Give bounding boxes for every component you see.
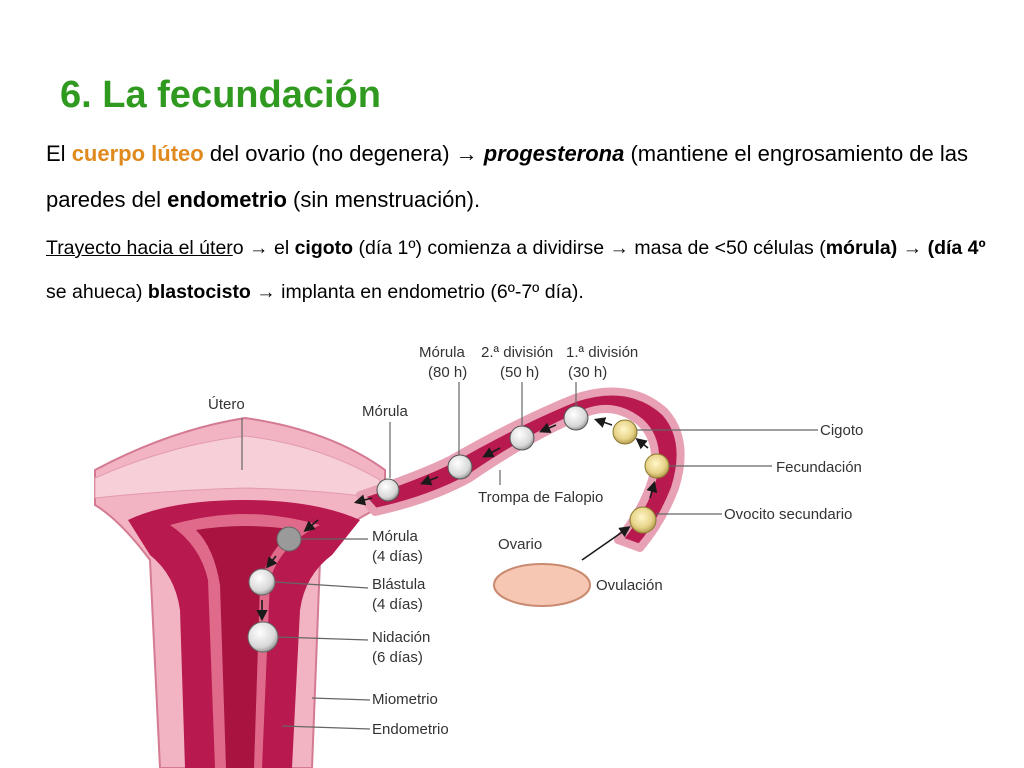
cells-uterus (247, 526, 302, 653)
p2-blastocisto: blastocisto (147, 281, 251, 303)
label-morula4-2: (4 días) (372, 548, 423, 565)
flow-arrows (256, 417, 658, 622)
diagram-labels: Mórula (80 h) 2.ª división (50 h) 1.ª di… (208, 344, 863, 738)
paragraph-cuerpo-luteo: El cuerpo lúteo del ovario (no degenera)… (46, 131, 996, 223)
label-morula: Mórula (362, 403, 409, 420)
p2-text-8: se ahueca) (46, 281, 148, 303)
p1-endometrio: endometrio (167, 187, 287, 212)
label-endometrio: Endometrio (372, 721, 449, 738)
page-title: 6. La fecundación (60, 74, 381, 116)
label-miometrio: Miometrio (372, 691, 438, 708)
p1-cuerpo-luteo: cuerpo lúteo (71, 141, 204, 166)
label-division2-1: 2.ª división (481, 344, 553, 361)
p1-text-1: El (46, 141, 72, 166)
p2-text-6: → (897, 237, 928, 259)
p1-text-3: del ovario (no degenera) → (203, 141, 484, 166)
label-morula-80h-2: (80 h) (428, 364, 467, 381)
p2-text-4: (día 1º) comienza a dividirse → masa de … (353, 237, 826, 259)
p2-text-2: o → el (232, 237, 295, 259)
label-nidacion-1: Nidación (372, 629, 430, 646)
p1-progesterona: progesterona (483, 141, 625, 166)
label-ovario: Ovario (498, 536, 542, 553)
p1-text-5: (mantiene el engrosamiento de las parede… (46, 141, 969, 212)
p2-text-10: → implanta en endometrio (6º-7º día). (250, 281, 584, 303)
paragraph-trayecto: Trayecto hacia el útero → el cigoto (día… (46, 226, 996, 314)
label-cigoto: Cigoto (820, 422, 863, 439)
label-blastula-2: (4 días) (372, 596, 423, 613)
label-utero: Útero (208, 396, 245, 413)
cells-tube (376, 405, 670, 534)
p2-morula: mórula) (825, 237, 898, 259)
label-trompa: Trompa de Falopio (478, 489, 603, 506)
label-division2-2: (50 h) (500, 364, 539, 381)
label-division1-1: 1.ª división (566, 344, 638, 361)
label-morula4-1: Mórula (372, 528, 419, 545)
ovary-shape (493, 563, 591, 607)
label-fecundacion: Fecundación (776, 459, 862, 476)
label-ovocito: Ovocito secundario (724, 506, 852, 523)
uterus (94, 416, 386, 768)
label-blastula-1: Blástula (372, 576, 426, 593)
leader-lines (241, 382, 818, 730)
label-nidacion-2: (6 días) (372, 649, 423, 666)
label-division1-2: (30 h) (568, 364, 607, 381)
p2-dia-4: (día 4º (927, 237, 986, 259)
p2-text-1: Trayecto hacia el úter (46, 237, 233, 259)
label-morula-80h-1: Mórula (419, 344, 466, 361)
p2-cigoto: cigoto (294, 237, 354, 259)
p1-text-7: (sin menstruación). (286, 187, 481, 212)
label-ovulacion: Ovulación (596, 577, 663, 594)
